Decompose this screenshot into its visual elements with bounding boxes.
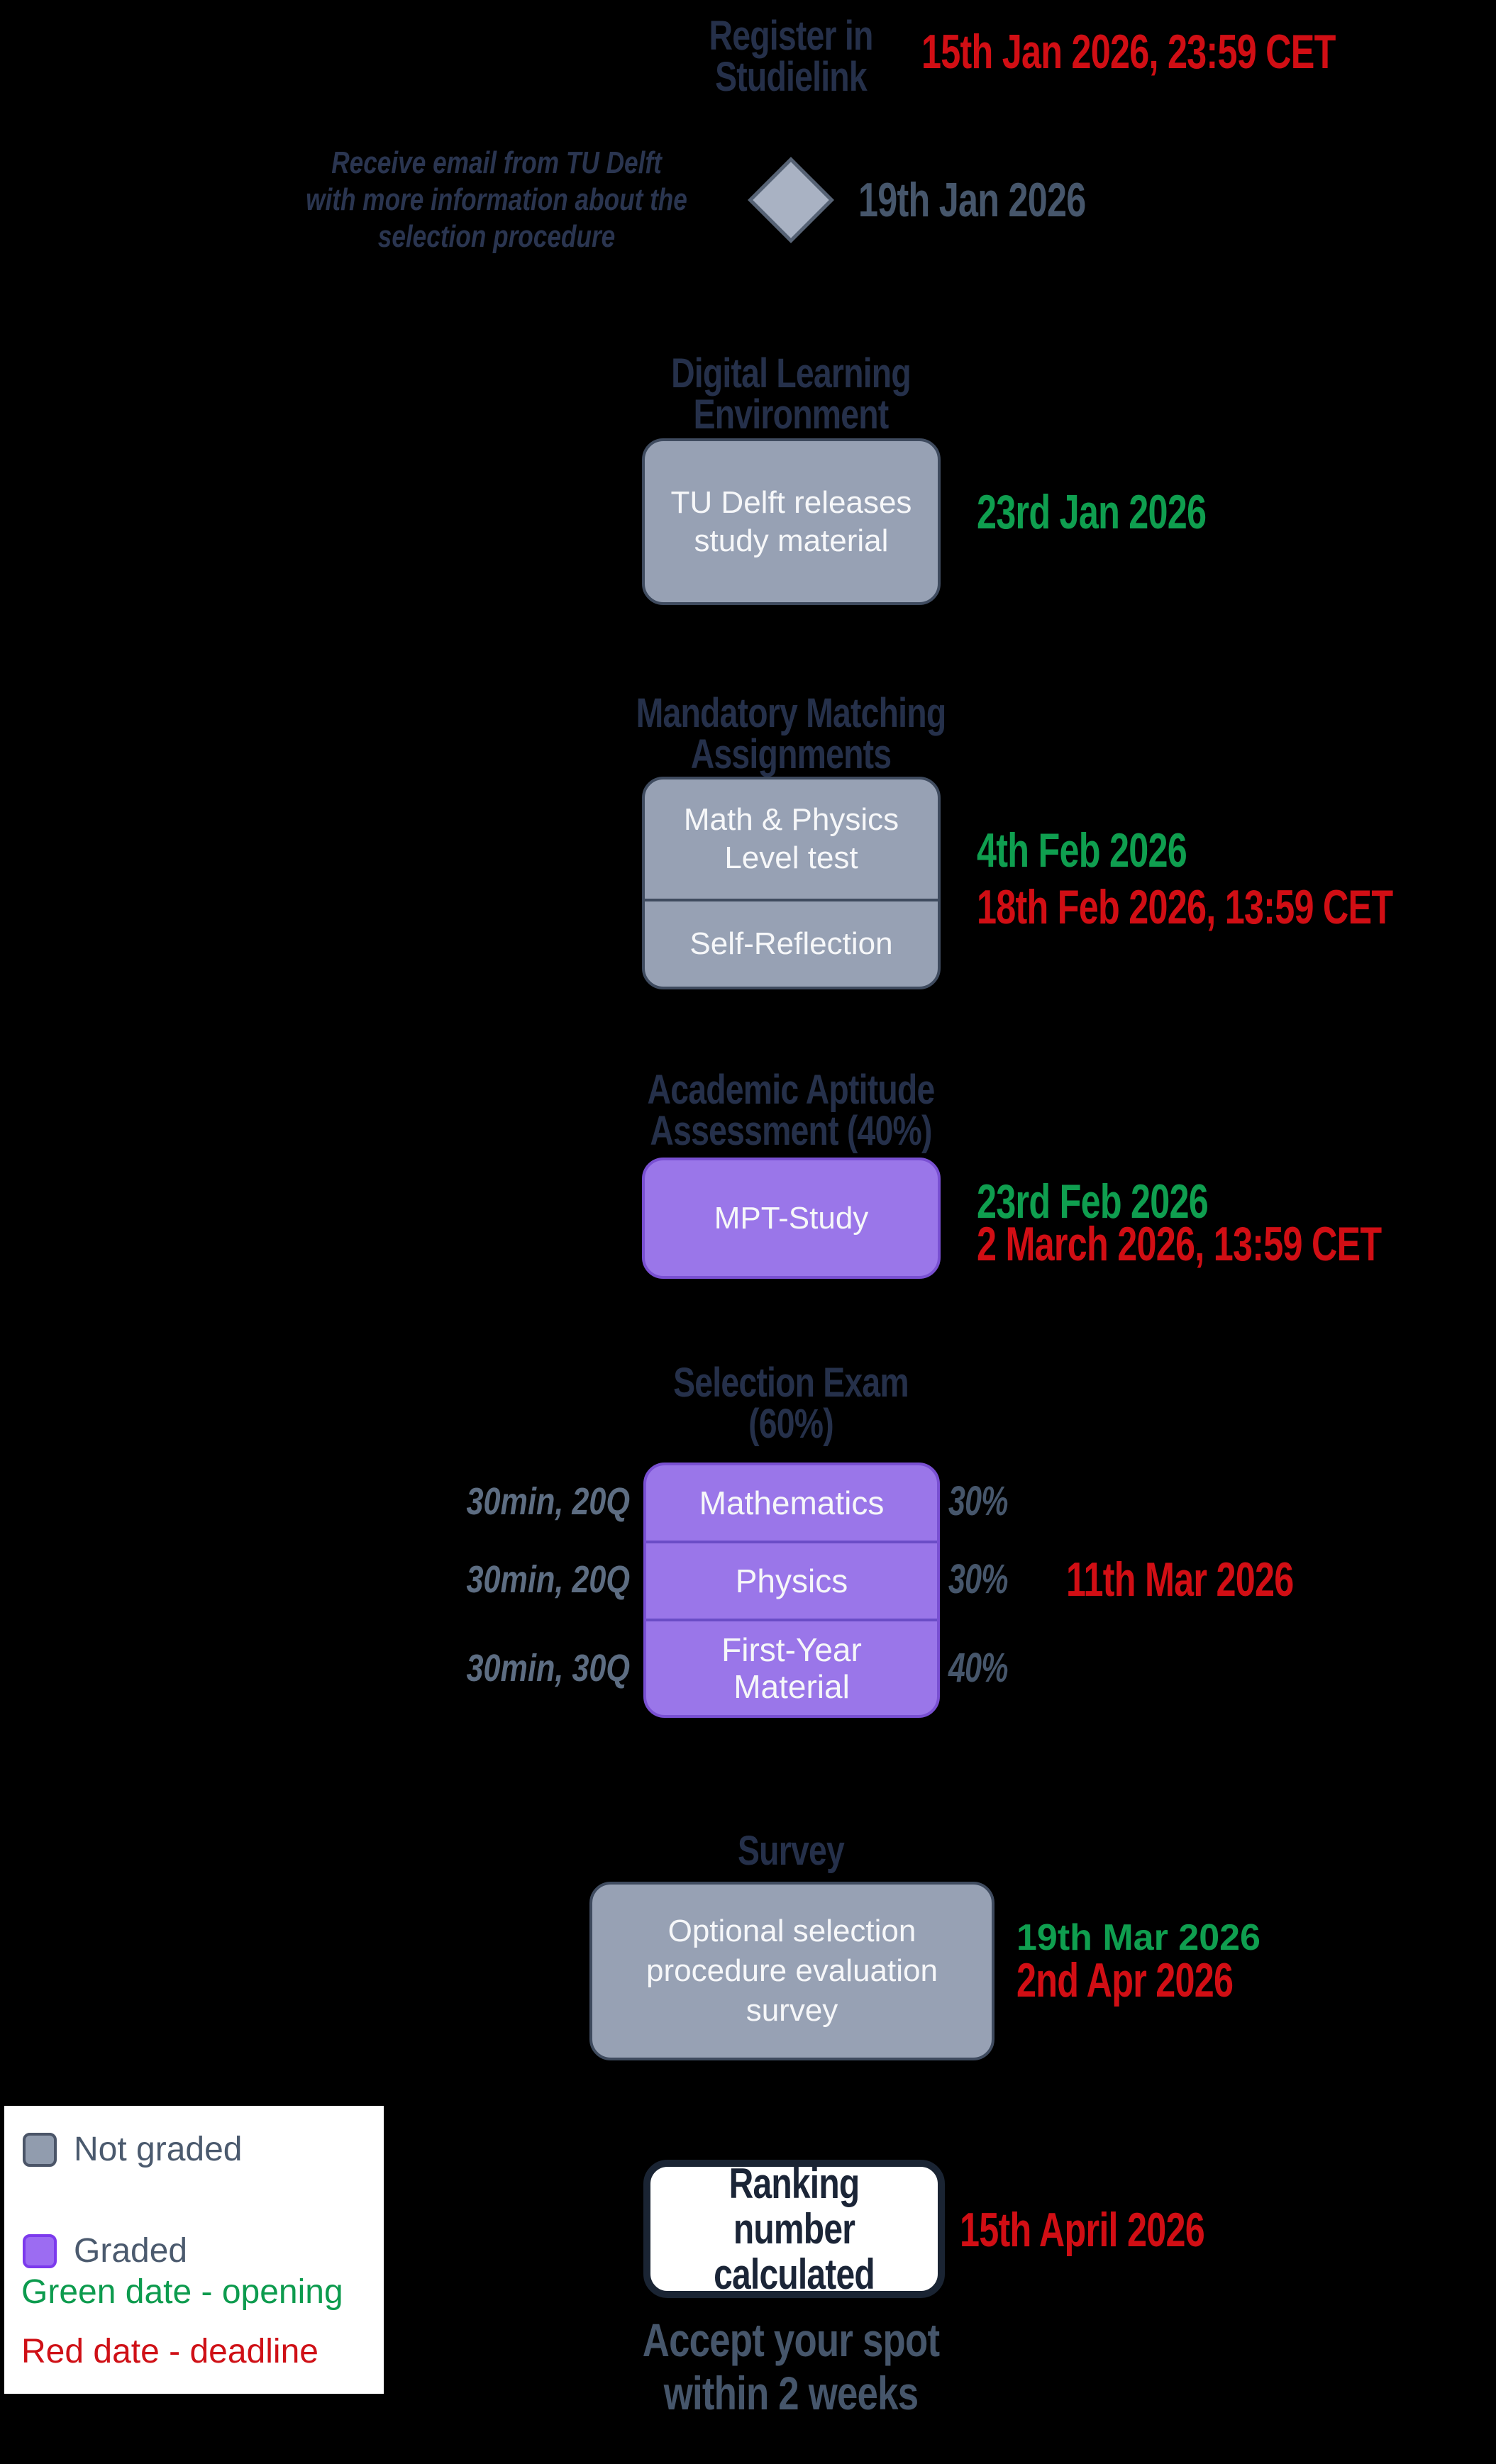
survey-box-line2: procedure evaluation — [646, 1953, 938, 1988]
survey-deadline-date: 2nd Apr 2026 — [1016, 1953, 1234, 2007]
digital-learning-heading-line2: Environment — [693, 392, 890, 438]
register-deadline-date: 15th Jan 2026, 23:59 CET — [921, 25, 1336, 79]
physics-label: Physics — [735, 1563, 848, 1599]
ranking-box: Ranking number calculated — [643, 2160, 945, 2298]
matching-box-self-reflection: Self-Reflection — [645, 901, 938, 987]
register-heading: Register in Studielink — [621, 16, 961, 98]
exam-box-mathematics: Mathematics — [646, 1465, 937, 1541]
aptitude-deadline-date: 2 March 2026, 13:59 CET — [977, 1217, 1382, 1271]
exam-heading-line1: Selection Exam — [673, 1360, 909, 1406]
digital-learning-heading-line1: Digital Learning — [671, 350, 912, 396]
matching-box: Math & Physics Level test Self-Reflectio… — [642, 777, 941, 989]
survey-box-line1: Optional selection — [667, 1914, 916, 1948]
not-graded-label: Not graded — [74, 2131, 243, 2168]
survey-box: Optional selection procedure evaluation … — [589, 1882, 994, 2060]
email-note: Receive email from TU Delft with more in… — [304, 145, 689, 255]
email-note-line1: Receive email from TU Delft — [331, 145, 662, 180]
exam-physics-weight: 30% — [948, 1556, 1008, 1602]
legend: Not graded Graded Green date - opening R… — [4, 2106, 384, 2394]
exam-heading: Selection Exam (60%) — [564, 1363, 1018, 1445]
digital-learning-box-line1: TU Delft releases — [670, 484, 912, 520]
legend-red-note: Red date - deadline — [21, 2333, 318, 2370]
matching-box-level-test: Math & Physics Level test — [645, 779, 938, 899]
digital-learning-box-line2: study material — [694, 523, 889, 558]
fym-line1: First-Year — [721, 1631, 862, 1668]
matching-opening-date: 4th Feb 2026 — [977, 823, 1187, 877]
mpt-study-box: MPT-Study — [642, 1158, 941, 1279]
aptitude-heading-line1: Academic Aptitude — [647, 1067, 936, 1113]
exam-box-physics: Physics — [646, 1543, 937, 1619]
exam-heading-line2: (60%) — [748, 1401, 834, 1447]
mathematics-label: Mathematics — [699, 1484, 885, 1521]
graded-label: Graded — [74, 2232, 188, 2270]
digital-learning-heading: Digital Learning Environment — [564, 353, 1018, 435]
matching-deadline-date: 18th Feb 2026, 13:59 CET — [977, 880, 1393, 934]
aptitude-heading-line2: Assessment (40%) — [650, 1108, 932, 1154]
legend-green-note: Green date - opening — [21, 2273, 343, 2311]
accept-spot-line1: Accept your spot — [642, 2314, 940, 2366]
level-test-line1: Math & Physics — [683, 802, 899, 837]
digital-learning-box: TU Delft releases study material — [642, 438, 941, 605]
survey-opening-date: 19th Mar 2026 — [1016, 1917, 1260, 1958]
survey-heading: Survey — [564, 1831, 1018, 1872]
email-date: 19th Jan 2026 — [858, 173, 1086, 227]
ranking-box-text: Ranking number calculated — [680, 2159, 909, 2298]
exam-fym-weight: 40% — [948, 1645, 1008, 1691]
email-note-line3: selection procedure — [377, 219, 616, 254]
fym-line2: Material — [733, 1668, 850, 1705]
exam-fym-duration: 30min, 30Q — [466, 1647, 630, 1689]
register-heading-line1: Register in — [709, 13, 874, 59]
exam-date: 11th Mar 2026 — [1066, 1553, 1294, 1606]
register-heading-line2: Studielink — [715, 54, 868, 100]
aptitude-opening-date: 23rd Feb 2026 — [977, 1175, 1209, 1228]
aptitude-heading: Academic Aptitude Assessment (40%) — [564, 1070, 1018, 1152]
exam-math-weight: 30% — [948, 1478, 1008, 1524]
mpt-study-box-text: MPT-Study — [645, 1160, 938, 1276]
exam-box-divider-1 — [646, 1541, 937, 1543]
ranking-line1: Ranking number — [728, 2159, 860, 2253]
accept-spot-line2: within 2 weeks — [663, 2367, 919, 2419]
digital-learning-box-text: TU Delft releases study material — [645, 441, 938, 602]
survey-box-text: Optional selection procedure evaluation … — [592, 1885, 992, 2058]
matching-heading-line2: Assignments — [690, 731, 892, 777]
ranking-line2: calculated — [714, 2250, 875, 2298]
accept-spot-note: Accept your spot within 2 weeks — [621, 2314, 961, 2420]
email-note-line2: with more information about the — [306, 182, 687, 217]
exam-box-divider-2 — [646, 1619, 937, 1621]
graded-swatch-icon — [23, 2234, 57, 2268]
matching-box-divider — [645, 899, 938, 901]
matching-heading-line1: Mandatory Matching — [636, 690, 947, 736]
exam-physics-duration: 30min, 20Q — [466, 1558, 630, 1601]
survey-heading-line1: Survey — [738, 1828, 845, 1874]
not-graded-swatch-icon — [23, 2133, 57, 2167]
survey-box-line3: survey — [746, 1993, 838, 2028]
milestone-diamond-icon — [748, 157, 834, 243]
mpt-study-line1: MPT-Study — [714, 1200, 869, 1236]
exam-math-duration: 30min, 20Q — [466, 1480, 630, 1523]
exam-box-first-year-material: First-Year Material — [646, 1621, 937, 1715]
exam-box: Mathematics Physics First-Year Material — [643, 1463, 940, 1718]
level-test-line2: Level test — [724, 840, 858, 875]
self-reflection-line1: Self-Reflection — [689, 926, 893, 961]
digital-learning-opening-date: 23rd Jan 2026 — [977, 485, 1207, 539]
ranking-date: 15th April 2026 — [960, 2203, 1205, 2257]
matching-heading: Mandatory Matching Assignments — [564, 693, 1018, 775]
